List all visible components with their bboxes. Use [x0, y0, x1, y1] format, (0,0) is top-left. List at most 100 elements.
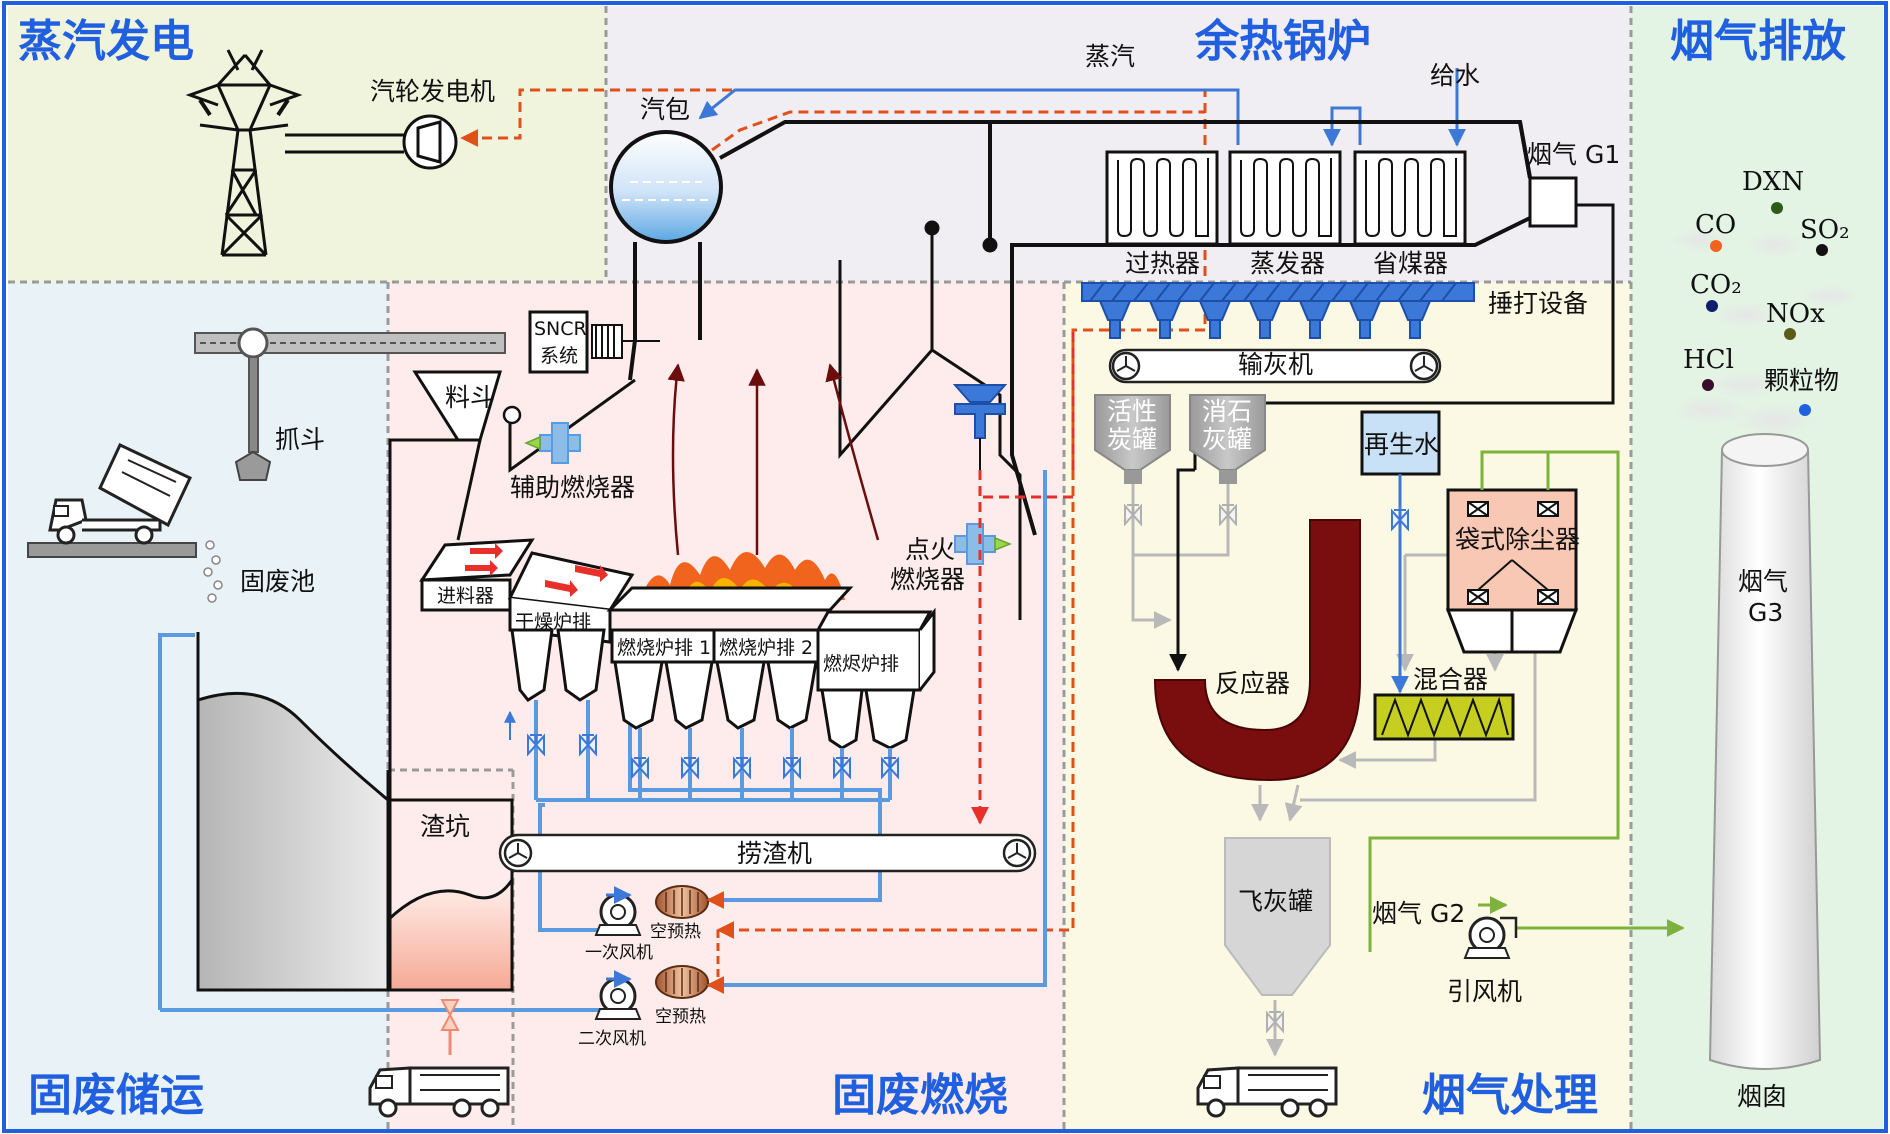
secondary-fan-icon	[594, 970, 642, 1020]
power-tower-icon	[185, 49, 303, 257]
flue-g3-label-2: G3	[1748, 598, 1783, 627]
reagent-funnel	[952, 384, 1008, 470]
dump-truck-icon	[27, 443, 197, 558]
economizer	[1353, 150, 1467, 246]
slag-remover	[498, 833, 1037, 873]
secondary-preheater	[655, 965, 709, 999]
sncr-system	[528, 310, 660, 374]
feeder-arrows	[465, 543, 503, 576]
chimney	[1708, 433, 1822, 1070]
region-title-power: 蒸汽发电	[18, 16, 194, 67]
ash-conveyor-label: 输灰机	[1238, 350, 1313, 379]
ignition-label-1: 点火	[905, 535, 955, 564]
evaporator	[1228, 150, 1342, 246]
flue-green-line	[1368, 450, 1685, 952]
pollutant-nox: NOx	[1766, 299, 1825, 329]
region-title-treatment: 烟气处理	[1422, 1070, 1598, 1121]
lime-tank-label-1: 消石	[1202, 397, 1252, 426]
smoke-cloud	[1670, 226, 1860, 438]
grab-bucket-icon	[234, 450, 272, 481]
bag-filter-label: 袋式除尘器	[1455, 525, 1580, 554]
economizer-label: 省煤器	[1373, 249, 1448, 278]
flue-g1-label: 烟气 G1	[1527, 140, 1620, 169]
region-power-bg	[8, 6, 606, 282]
pollutant-co2: CO₂	[1690, 270, 1742, 300]
slag-pit-label: 渣坑	[420, 812, 470, 841]
ash-conveyor	[1108, 348, 1442, 384]
rapper-label: 捶打设备	[1488, 289, 1588, 318]
primary-fan-icon	[594, 886, 642, 936]
fly-ash-tank-label: 飞灰罐	[1238, 887, 1313, 916]
lime-tank-label-2: 灰罐	[1202, 425, 1252, 454]
primary-fan-label: 一次风机	[585, 943, 653, 963]
steam-drum	[609, 130, 723, 244]
induced-fan-label: 引风机	[1447, 977, 1522, 1006]
recycled-water-label: 再生水	[1364, 430, 1439, 459]
primary-preheater-label: 空预热	[650, 922, 701, 942]
burn-grate-1-label: 燃烧炉排 1	[617, 637, 711, 659]
grab-crane	[194, 327, 506, 481]
region-title-boiler: 余热锅炉	[1194, 16, 1371, 67]
ignition-steam-line	[971, 330, 1075, 825]
region-title-combustion: 固废燃烧	[832, 1070, 1008, 1121]
rapper-hatching	[1089, 282, 1457, 302]
secondary-preheater-label: 空预热	[655, 1007, 706, 1027]
pollutant-pm: 颗粒物	[1764, 366, 1839, 395]
power-output-lines	[285, 133, 404, 154]
carbon-tank-label-1: 活性	[1107, 397, 1157, 426]
drum-label: 汽包	[640, 95, 690, 124]
bag-filter	[1445, 488, 1579, 654]
turbine-label: 汽轮发电机	[370, 77, 495, 106]
feedwater-label: 给水	[1430, 61, 1480, 90]
mixer-label: 混合器	[1413, 665, 1488, 694]
turbine-icon	[402, 114, 458, 170]
region-title-storage: 固废储运	[28, 1070, 204, 1121]
ash-funnels	[510, 628, 916, 750]
grab-label: 抓斗	[275, 425, 325, 454]
sncr-label-1: SNCR	[534, 318, 587, 340]
region-title-emission: 烟气排放	[1670, 16, 1846, 67]
slag-remover-label: 捞渣机	[737, 839, 812, 868]
truck-icon	[368, 1066, 510, 1118]
fly-ash-tank	[1224, 837, 1331, 996]
preheater-steam	[706, 891, 725, 994]
ignition-label-2: 燃烧器	[890, 565, 965, 594]
superheater	[1105, 150, 1219, 246]
hopper-label: 料斗	[445, 383, 495, 412]
pollutant-so2: SO₂	[1800, 215, 1850, 245]
fly-ash-truck-icon	[1196, 1066, 1338, 1118]
reactor-label: 反应器	[1215, 669, 1290, 698]
superheater-label: 过热器	[1125, 249, 1200, 278]
mixer	[1373, 693, 1515, 741]
reactor	[1153, 519, 1361, 782]
dry-grate-label: 干燥炉排	[515, 611, 591, 633]
burnout-grate-label: 燃烬炉排	[823, 653, 899, 675]
pollutant-dxn: DXN	[1742, 167, 1804, 197]
steam-label: 蒸汽	[1085, 42, 1135, 71]
aux-burner-label: 辅助燃烧器	[510, 473, 635, 502]
waste-pit	[196, 632, 390, 992]
evaporator-label: 蒸发器	[1250, 249, 1325, 278]
flue-g3-label-1: 烟气	[1738, 567, 1788, 596]
induced-fan-icon	[1463, 916, 1518, 959]
grate-feeder	[419, 538, 535, 612]
burner-icon	[524, 422, 581, 464]
water-line	[698, 68, 1466, 147]
dry-grate-arrows	[545, 565, 608, 597]
chimney-label: 烟囱	[1737, 1082, 1787, 1111]
waste-pit-label: 固废池	[240, 567, 315, 596]
burn-grate-2-label: 燃烧炉排 2	[719, 637, 813, 659]
carbon-tank	[1094, 394, 1171, 484]
lime-tank	[1189, 394, 1266, 484]
pollutant-co: CO	[1695, 210, 1736, 240]
waste-particles	[203, 540, 223, 603]
slag-valve-icon	[440, 999, 460, 1055]
ash-hoppers	[1098, 300, 1432, 339]
pollutant-hcl: HCl	[1683, 345, 1734, 375]
flue-g2-label: 烟气 G2	[1372, 899, 1465, 928]
slag-pit	[386, 798, 514, 992]
carbon-tank-label-2: 炭罐	[1107, 425, 1157, 454]
feeder-label: 进料器	[437, 585, 494, 607]
furnace-wall	[388, 220, 1022, 990]
